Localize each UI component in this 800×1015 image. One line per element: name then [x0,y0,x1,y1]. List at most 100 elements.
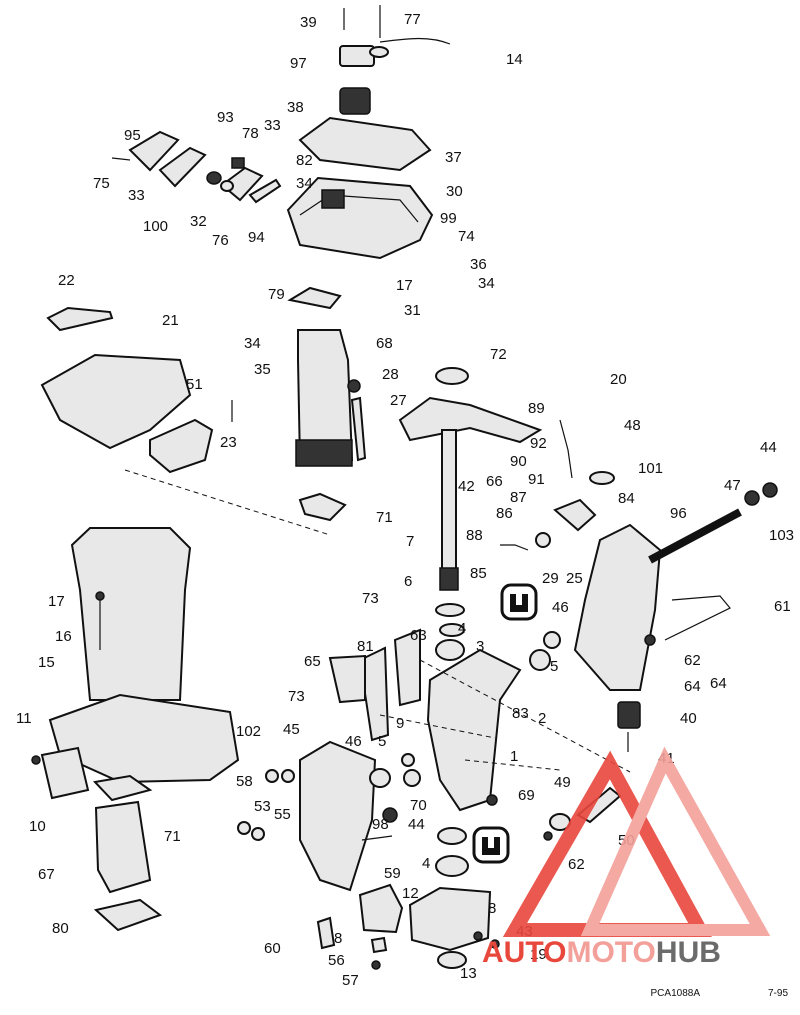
part-number-37: 37 [445,149,462,166]
part-number-61: 61 [774,598,791,615]
part-number-71: 71 [376,509,393,526]
part-number-38: 38 [287,99,304,116]
part-number-59: 59 [384,865,401,882]
part-number-100: 100 [143,218,168,235]
part-number-40: 40 [680,710,697,727]
part-number-8: 8 [488,900,496,917]
part-number-68: 68 [376,335,393,352]
part-number-88: 88 [466,527,483,544]
upper-housing [286,176,434,260]
part-number-7: 7 [406,533,414,550]
steering-shaft [398,367,543,637]
part-number-96: 96 [670,505,687,522]
part-number-11: 11 [16,710,32,727]
tilt-lock-parts [500,419,615,551]
part-number-13: 13 [460,965,477,982]
part-number-2: 2 [538,710,546,727]
part-number-10: 10 [29,818,46,835]
part-number-97: 97 [290,55,307,72]
swivel-bracket [328,628,561,812]
alignment-dashes [124,469,631,773]
part-number-71: 71 [164,828,181,845]
part-number-81: 81 [357,638,374,655]
part-number-33: 33 [264,117,281,134]
exhaust-housing [287,286,367,522]
watermark-part2: MOTO [566,936,655,969]
part-number-63: 63 [410,627,427,644]
part-number-51: 51 [186,376,203,393]
part-number-99: 99 [440,210,457,227]
part-number-45: 45 [283,721,300,738]
top-cover-assembly [298,5,451,172]
part-number-62: 62 [684,652,701,669]
part-number-49: 49 [554,774,571,791]
part-number-75: 75 [93,175,110,192]
part-number-21: 21 [162,312,179,329]
midsection-housing [31,527,240,800]
part-number-34: 34 [296,175,313,192]
part-number-4: 4 [422,855,430,872]
part-number-44: 44 [408,816,425,833]
watermark-part1: AUTO [482,936,566,969]
part-number-30: 30 [446,183,463,200]
triangle-logo-icon [502,746,771,937]
part-number-47: 47 [724,477,741,494]
part-number-93: 93 [217,109,234,126]
part-number-6: 6 [404,573,412,590]
part-number-29: 29 [542,570,559,587]
part-number-8: 8 [334,930,342,947]
part-number-83: 83 [512,705,529,722]
part-number-9: 9 [396,715,404,732]
part-number-66: 66 [486,473,503,490]
part-number-57: 57 [342,972,359,989]
part-number-31: 31 [404,302,421,319]
part-number-76: 76 [212,232,229,249]
part-number-64: 64 [710,675,727,692]
part-number-34: 34 [478,275,495,292]
part-number-33: 33 [128,187,145,204]
part-number-101: 101 [638,460,663,477]
part-number-94: 94 [248,229,265,246]
part-number-87: 87 [510,489,527,506]
part-number-20: 20 [610,371,627,388]
diagram-code: PCA1088A [651,988,701,999]
part-number-16: 16 [55,628,72,645]
lower-exhaust-parts [92,774,163,932]
part-number-5: 5 [378,733,386,750]
part-number-77: 77 [404,11,421,28]
part-number-17: 17 [396,277,413,294]
part-number-14: 14 [506,51,523,68]
part-number-62: 62 [568,856,585,873]
part-number-67: 67 [38,866,55,883]
part-number-79: 79 [268,286,285,303]
part-number-65: 65 [304,653,321,670]
part-number-60: 60 [264,940,281,957]
ring-profile-icon [500,583,538,621]
part-number-32: 32 [190,213,207,230]
part-number-44: 44 [760,439,777,456]
part-number-89: 89 [528,400,545,417]
part-number-48: 48 [624,417,641,434]
part-number-36: 36 [470,256,487,273]
adapter-plate-parts [111,130,282,204]
watermark-part3: HUB [656,936,721,969]
part-number-103: 103 [769,527,794,544]
part-number-56: 56 [328,952,345,969]
part-number-3: 3 [476,638,484,655]
part-number-80: 80 [52,920,69,937]
part-number-53: 53 [254,798,271,815]
part-number-35: 35 [254,361,271,378]
part-number-74: 74 [458,228,475,245]
diagram-date: 7-95 [768,988,788,999]
part-number-102: 102 [236,723,261,740]
part-number-28: 28 [382,366,399,383]
part-number-72: 72 [490,346,507,363]
part-number-82: 82 [296,152,313,169]
part-number-92: 92 [530,435,547,452]
part-number-34: 34 [244,335,261,352]
part-number-91: 91 [528,471,545,488]
part-number-85: 85 [470,565,487,582]
part-number-64: 64 [684,678,701,695]
